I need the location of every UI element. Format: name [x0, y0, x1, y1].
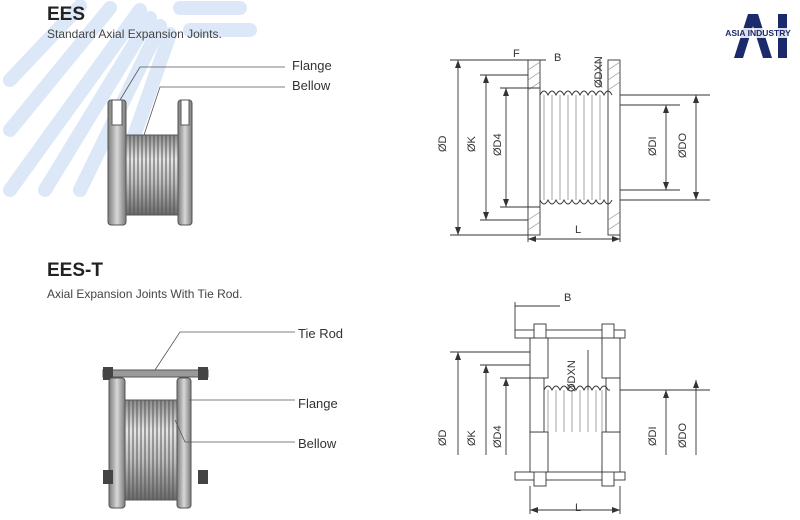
section-subtitle-ees: Standard Axial Expansion Joints. [47, 27, 222, 41]
ees-technical-drawing [450, 59, 710, 242]
brand-logo: ASIA INDUSTRY [718, 6, 798, 62]
callout-bellow-ees: Bellow [292, 78, 331, 93]
dim-label-di: ØDI [647, 136, 659, 156]
dim-label-di-t: ØDI [647, 426, 659, 446]
section-title-ees: EES [47, 4, 86, 25]
dim-label-l-t: L [575, 502, 582, 514]
dim-label-k: ØK [466, 136, 478, 152]
dim-label-d: ØD [437, 135, 449, 153]
dim-label-l: L [575, 224, 582, 236]
dim-label-d4-t: ØD4 [492, 425, 504, 448]
callout-tie-rod-ees-t: Tie Rod [298, 326, 344, 341]
dim-label-d-t: ØD [437, 429, 449, 447]
ees-t-technical-drawing [450, 302, 710, 514]
callout-bellow-ees-t: Bellow [298, 436, 337, 451]
section-title-ees-t: EES-T [47, 260, 103, 281]
dim-label-f: F [513, 48, 520, 60]
ees-t-render [102, 331, 295, 509]
section-subtitle-ees-t: Axial Expansion Joints With Tie Rod. [47, 287, 243, 301]
dim-label-b: B [554, 52, 562, 64]
dim-label-do-t: ØDO [677, 422, 689, 448]
callout-flange-ees: Flange [292, 58, 332, 73]
dim-label-do: ØDO [677, 132, 689, 158]
brand-name: ASIA INDUSTRY [718, 28, 798, 38]
dim-label-d4: ØD4 [492, 133, 504, 156]
dim-label-k-t: ØK [466, 430, 478, 446]
dim-label-b-t: B [564, 292, 572, 304]
dim-label-dxn-t: ØDXN [566, 360, 578, 392]
ees-bellow-body [125, 134, 179, 216]
dim-label-dxn: ØDXN [593, 56, 605, 88]
ees-render [107, 66, 285, 226]
callout-flange-ees-t: Flange [298, 396, 338, 411]
